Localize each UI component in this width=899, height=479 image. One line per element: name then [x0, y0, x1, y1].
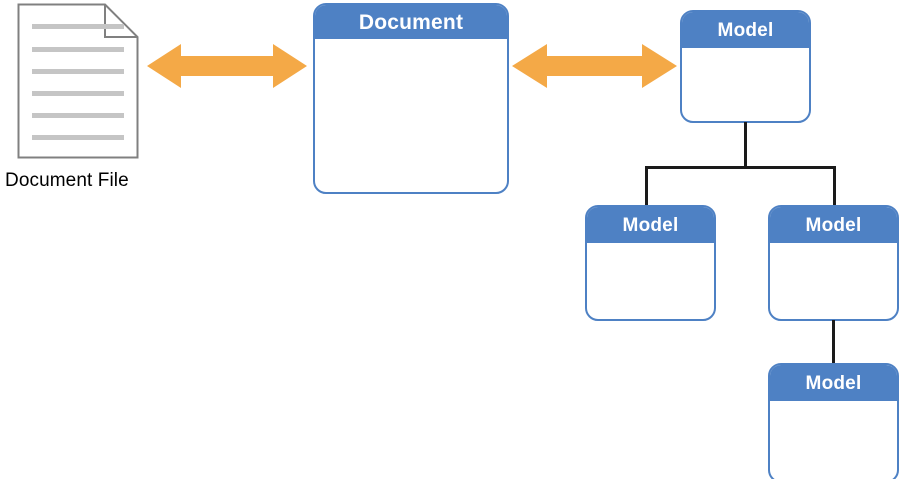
connector-branch-horizontal: [645, 166, 836, 169]
node-model-root[interactable]: Model: [680, 10, 811, 123]
node-model-left[interactable]: Model: [585, 205, 716, 321]
node-model-left-title: Model: [587, 207, 714, 243]
node-document[interactable]: Document: [313, 3, 509, 194]
connector-root-down: [744, 122, 747, 168]
document-file-label: Document File: [5, 170, 129, 191]
node-model-leaf[interactable]: Model: [768, 363, 899, 479]
node-model-root-title: Model: [682, 12, 809, 48]
connector-model-right-to-model-leaf: [832, 320, 835, 364]
node-document-title: Document: [315, 5, 507, 39]
node-model-right[interactable]: Model: [768, 205, 899, 321]
double-headed-arrow-document-to-model: [512, 42, 677, 90]
connector-branch-to-model-right: [833, 166, 836, 206]
document-file-icon: [17, 3, 139, 159]
connector-branch-to-model-left: [645, 166, 648, 206]
node-model-right-title: Model: [770, 207, 897, 243]
node-model-leaf-title: Model: [770, 365, 897, 401]
double-headed-arrow-doc-to-document: [147, 42, 307, 90]
